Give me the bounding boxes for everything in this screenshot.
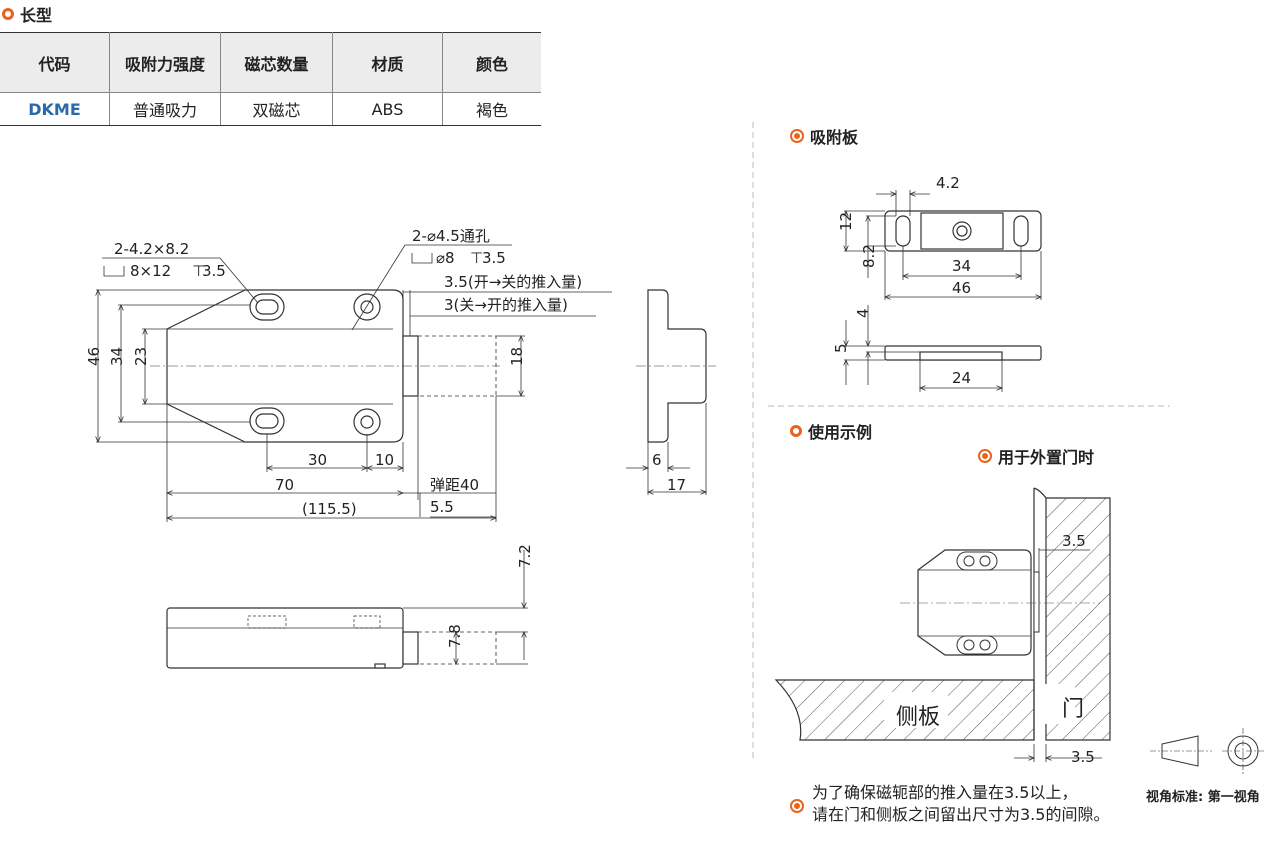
latch-side-view <box>636 289 716 443</box>
note-line-1: 为了确保磁轭部的推入量在3.5以上， <box>812 783 1078 802</box>
label-gap-top: 3.5 <box>1062 532 1086 550</box>
cell-color: 褐色 <box>442 92 541 126</box>
label-dim-23: 23 <box>132 347 150 366</box>
cell-material: ABS <box>332 92 443 126</box>
label-gap-bottom: 3.5 <box>1071 748 1095 766</box>
projection-label: 视角标准: 第一视角 <box>1146 790 1260 805</box>
first-angle-projection-icon <box>1150 728 1264 774</box>
label-hole-note-1: 2-4.2×8.2 <box>114 240 189 258</box>
latch-bottom-view <box>166 607 497 669</box>
installation-note: 为了确保磁轭部的推入量在3.5以上， 请在门和侧板之间留出尺寸为3.5的间隙。 <box>790 782 1109 826</box>
label-plate-24: 24 <box>952 369 971 387</box>
plate-title-text: 吸附板 <box>810 128 859 147</box>
label-stroke-open-close: 3.5(开→关的推入量) <box>444 273 582 291</box>
cell-cores: 双磁芯 <box>220 92 333 126</box>
usage-example-drawing <box>774 487 1111 762</box>
label-hole-note-2b: ⌀8 <box>436 249 455 267</box>
label-dim-7-8: 7.8 <box>446 624 464 648</box>
label-plate-8-2: 8.2 <box>860 244 878 268</box>
target-bullet-icon <box>790 799 804 813</box>
label-side-panel: 侧板 <box>896 705 940 730</box>
counterbore-symbol-icon: ⊤ <box>192 262 205 280</box>
label-side-dim-17: 17 <box>667 476 686 494</box>
side-view-dimensions <box>626 403 706 495</box>
main-view-labels: 2-4.2×8.2 8×12 ⊤ 3.5 2-⌀4.5通孔 ⌀8 ⊤ 3.5 3… <box>85 227 582 518</box>
cell-strength: 普通吸力 <box>109 92 221 126</box>
col-header-cores: 磁芯数量 <box>220 32 333 93</box>
table-row: DKME 普通吸力 双磁芯 ABS 褐色 <box>0 92 541 126</box>
counterbore-symbol-icon-2: ⊤ <box>470 249 483 267</box>
col-header-code: 代码 <box>0 32 110 93</box>
label-dim-10: 10 <box>375 451 394 469</box>
plate-side-view <box>884 345 1042 361</box>
label-dim-18: 18 <box>508 347 526 366</box>
label-plate-12: 12 <box>837 212 855 231</box>
label-hole-note-1c: 3.5 <box>202 262 226 280</box>
label-dim-46: 46 <box>85 347 103 366</box>
plate-top-view <box>884 210 1042 252</box>
label-door: 门 <box>1062 697 1084 722</box>
spec-table: 代码 吸附力强度 磁芯数量 材质 颜色 DKME 普通吸力 双磁芯 ABS 褐色 <box>0 32 541 126</box>
table-header-row: 代码 吸附力强度 磁芯数量 材质 颜色 <box>0 32 541 93</box>
col-header-material: 材质 <box>332 32 443 93</box>
col-header-color: 颜色 <box>442 32 541 93</box>
plate-side-dimensions <box>844 305 1002 392</box>
label-dim-70: 70 <box>275 476 294 494</box>
label-dim-5-5: 5.5 <box>430 498 454 516</box>
label-plate-34: 34 <box>952 257 971 275</box>
col-header-strength: 吸附力强度 <box>109 32 221 93</box>
section-title-plate: 吸附板 <box>790 124 858 148</box>
label-dim-spring: 弹距40 <box>430 476 479 494</box>
label-plate-4-2: 4.2 <box>936 174 960 192</box>
usage-subtitle-text: 用于外置门时 <box>998 448 1095 467</box>
plate-labels: 4.2 12 8.2 34 46 4 5 24 <box>832 174 971 387</box>
note-line-2: 请在门和侧板之间留出尺寸为3.5的间隙。 <box>812 805 1110 824</box>
usage-title-text: 使用示例 <box>808 423 873 442</box>
section-title-text: 长型 <box>20 6 53 25</box>
bullet-ring-icon <box>790 425 802 437</box>
latch-front-view <box>150 289 500 443</box>
label-dim-115-5: (115.5) <box>302 500 357 518</box>
main-view-dimensions <box>96 244 612 522</box>
label-plate-5: 5 <box>832 343 850 353</box>
label-dim-34: 34 <box>108 347 126 366</box>
usage-subtitle: 用于外置门时 <box>978 444 1094 468</box>
target-bullet-icon <box>790 129 804 143</box>
bullet-ring-icon <box>2 8 14 20</box>
label-plate-4: 4 <box>854 308 872 318</box>
label-hole-note-2c: 3.5 <box>482 249 506 267</box>
cell-code: DKME <box>0 92 110 126</box>
section-title-long-type: 长型 <box>2 2 52 26</box>
label-dim-7-2: 7.2 <box>516 544 534 568</box>
label-hole-note-2: 2-⌀4.5通孔 <box>412 227 490 245</box>
label-stroke-close-open: 3(关→开的推入量) <box>444 296 568 314</box>
section-title-usage: 使用示例 <box>790 419 872 443</box>
bottom-view-dimensions <box>403 550 528 664</box>
plate-dimensions <box>844 190 1041 300</box>
label-plate-46: 46 <box>952 279 971 297</box>
label-side-dim-6: 6 <box>652 451 662 469</box>
usage-labels: 3.5 3.5 侧板 门 <box>896 532 1095 766</box>
label-dim-30: 30 <box>308 451 327 469</box>
target-bullet-icon <box>978 449 992 463</box>
label-hole-note-1b: 8×12 <box>130 262 171 280</box>
